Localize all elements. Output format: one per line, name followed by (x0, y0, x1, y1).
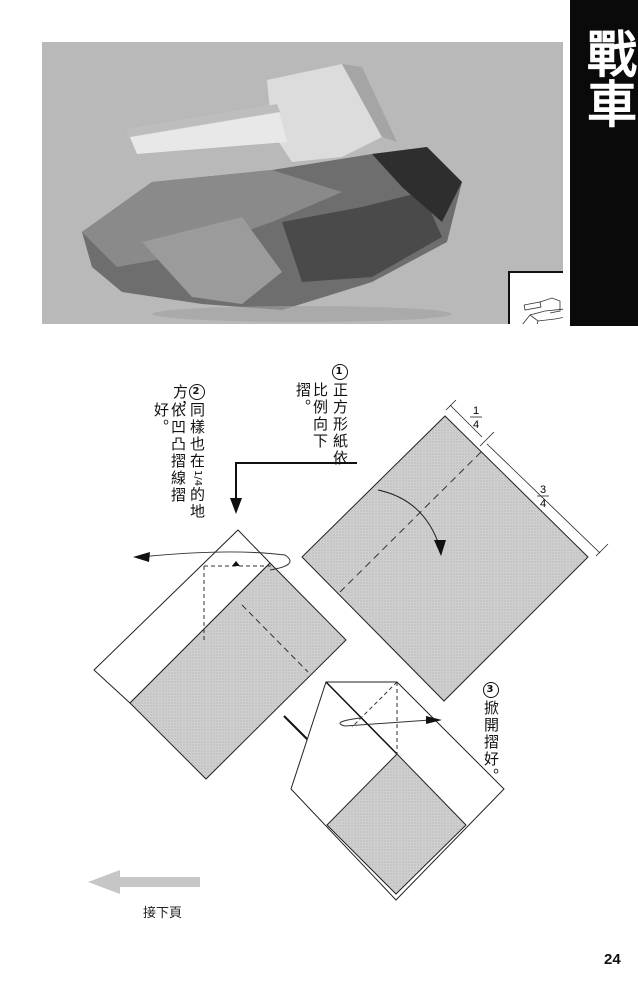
tank-line-drawing-icon (522, 297, 563, 324)
step1-square (301, 399, 609, 702)
step3-number: 3 (483, 682, 499, 698)
page-number: 24 (604, 951, 621, 968)
title-tab: 戰車 (570, 0, 638, 326)
fraction-3-4-num: 3 (540, 484, 546, 496)
next-page-arrow-icon[interactable] (88, 870, 200, 894)
next-page-label[interactable]: 接下頁 (143, 906, 183, 921)
step2-number: 2 (189, 384, 205, 400)
step2-shape (93, 529, 347, 780)
step3-shape (290, 681, 505, 901)
origami-tank-illustration (82, 64, 462, 322)
folding-diagram: 1 4 3 4 (88, 399, 609, 901)
fraction-1-4-num: 1 (473, 405, 479, 417)
tank-photo (42, 42, 563, 324)
step2-instruction: 2同樣也在1/4的地方， 依凹凸摺線摺好。 (152, 384, 206, 521)
tank-thumbnail (508, 271, 563, 324)
step1-number: 1 (332, 364, 348, 380)
page-title: 戰車 (579, 28, 637, 128)
fraction-1-4-den: 4 (473, 419, 479, 431)
fraction-3-4-den: 4 (540, 498, 546, 510)
step3-instruction: 3掀開摺好。 (482, 682, 500, 785)
